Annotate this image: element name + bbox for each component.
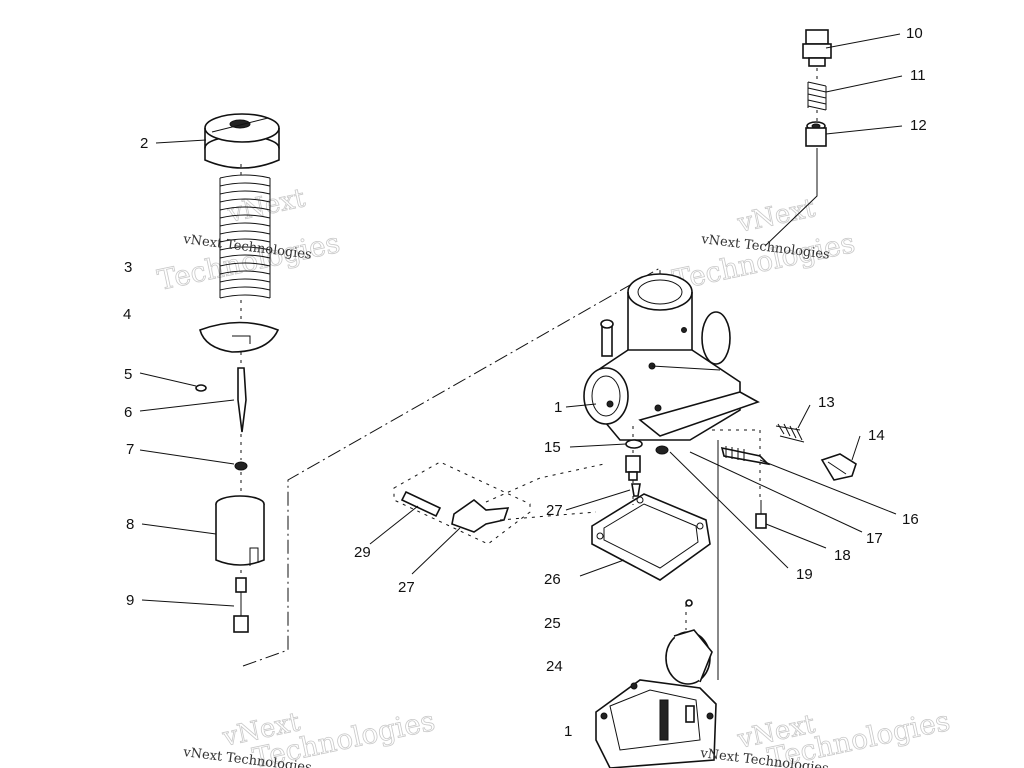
callout-4: 4 [123, 306, 131, 323]
part-24-float [665, 629, 713, 685]
assembly-boundary [242, 267, 661, 667]
part-9-needle-jet-adjuster [233, 577, 249, 633]
callout-labels: 2 3 4 5 6 7 8 9 10 11 12 1 13 14 15 16 1… [123, 25, 927, 740]
callout-17: 17 [866, 530, 883, 547]
watermark-outline-top-1: vNext [224, 183, 308, 229]
callout-27: 27 [546, 502, 563, 519]
part-8-slide-valve [215, 495, 265, 566]
part-4-retainer-plate [199, 321, 280, 353]
callout-1-top: 1 [554, 399, 562, 416]
callout-6: 6 [124, 404, 132, 421]
part-2-cap [204, 113, 280, 169]
part-19-main-jet [625, 455, 641, 481]
watermark-outline-bottom-2: Technologies [670, 226, 858, 297]
part-25-small-pin [685, 599, 693, 607]
part-12-plunger [805, 121, 827, 147]
callout-16: 16 [902, 511, 919, 528]
callout-19: 19 [796, 566, 813, 583]
callout-26: 26 [544, 571, 561, 588]
callout-14: 14 [868, 427, 885, 444]
watermark-brand-lines: vNext Technologies vNext Technologies vN… [182, 232, 831, 768]
right-centerlines [632, 426, 761, 680]
part-26-gasket [591, 493, 711, 581]
callout-7: 7 [126, 441, 134, 458]
callout-1-bottom: 1 [564, 723, 572, 740]
callout-24: 24 [546, 658, 563, 675]
callout-11: 11 [910, 67, 926, 84]
right-top-centerline [764, 68, 818, 247]
part-6-needle [237, 367, 247, 433]
part-14-screw [820, 453, 857, 481]
part-15-jet [625, 439, 669, 455]
callout-10: 10 [906, 25, 923, 42]
watermark-outline-top-2: vNext [734, 193, 818, 239]
callout-15: 15 [544, 439, 561, 456]
part-11-spring [807, 81, 827, 111]
part-28-29-linkage-box [393, 461, 605, 545]
callout-9: 9 [126, 592, 134, 609]
part-18-small-bolt [755, 500, 767, 529]
callout-28: 27 [398, 579, 415, 596]
part-1-float-bowl [595, 679, 717, 768]
callout-5: 5 [124, 366, 132, 383]
part-13-spring [775, 423, 805, 443]
part-3-spring [219, 174, 271, 299]
part-7-washer [234, 461, 248, 471]
part-16-17-pilot-screw [720, 446, 771, 466]
part-27-pin [631, 483, 641, 497]
callout-25: 25 [544, 615, 561, 632]
callout-3: 3 [124, 259, 132, 276]
callout-13: 13 [818, 394, 835, 411]
part-5-clip [195, 384, 207, 392]
leader-lines [139, 33, 903, 607]
callout-8: 8 [126, 516, 134, 533]
part-10-fitting [802, 29, 832, 67]
part-1-carburetor-body [583, 273, 760, 441]
callout-29: 29 [354, 544, 371, 561]
callout-18: 18 [834, 547, 851, 564]
callout-2: 2 [140, 135, 148, 152]
callout-12: 12 [910, 117, 927, 134]
